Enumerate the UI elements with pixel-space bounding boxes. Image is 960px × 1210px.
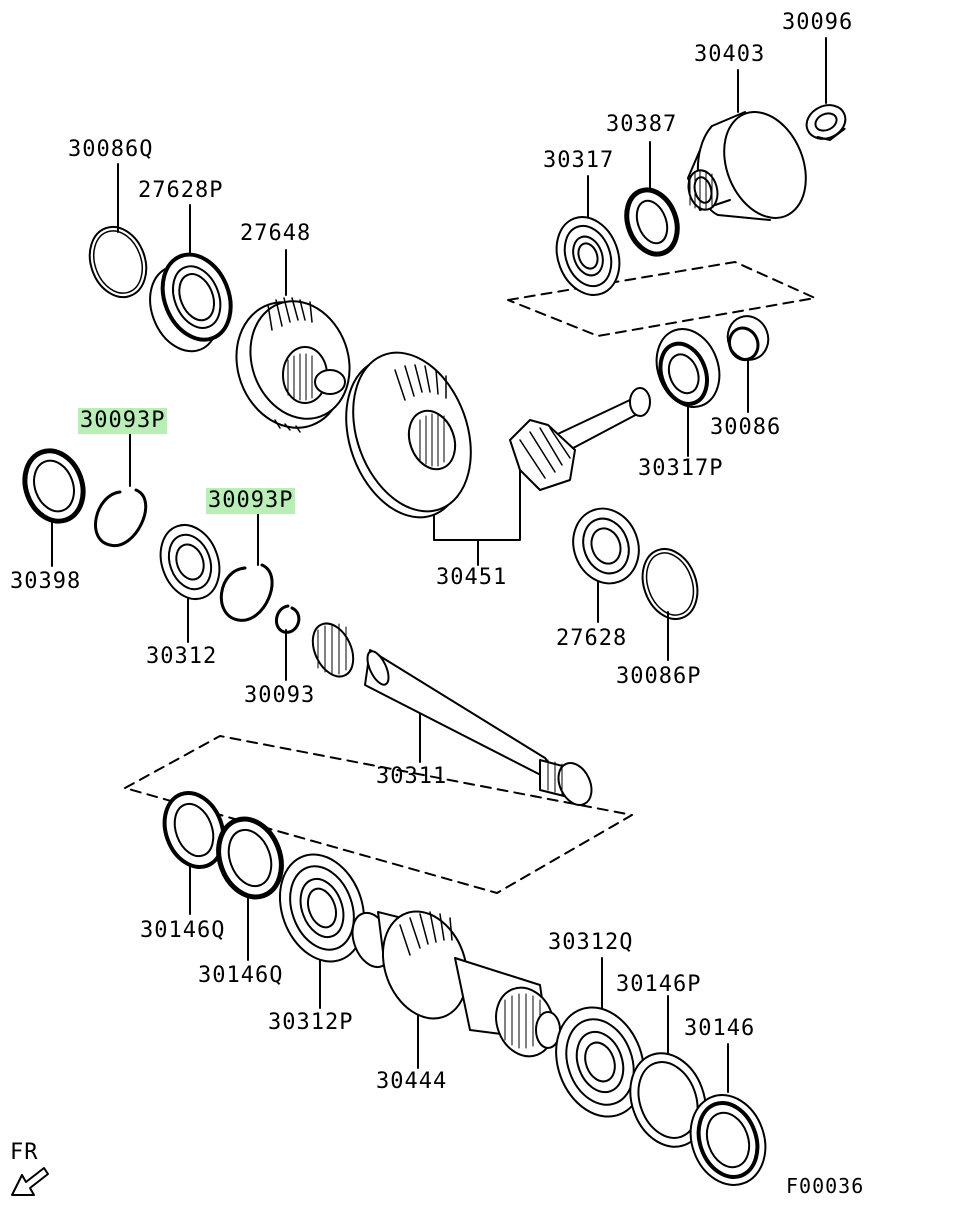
label-30312: 30312 [146, 644, 218, 669]
seal-30146 [678, 1084, 777, 1195]
direction-label: FR [10, 1140, 39, 1165]
spacer-30086 [722, 310, 775, 365]
label-30086q: 30086Q [68, 137, 154, 162]
label-30451: 30451 [436, 565, 508, 590]
label-30398: 30398 [10, 569, 82, 594]
label-30146q-b: 30146Q [198, 963, 284, 988]
shaft-30311 [305, 617, 598, 810]
label-30093p-b: 30093P [206, 488, 296, 514]
label-27628p: 27628P [138, 178, 224, 203]
label-30317p: 30317P [638, 456, 724, 481]
bearing-30312q [541, 995, 658, 1129]
front-direction-arrow-icon [12, 1168, 48, 1195]
label-30146p: 30146P [616, 972, 702, 997]
gear-30444 [346, 900, 564, 1065]
snap-ring-30093p-b [221, 565, 272, 620]
shim-30146p [618, 1043, 718, 1158]
snap-ring-30093 [276, 606, 298, 632]
gear-27648 [219, 287, 365, 443]
pinion-30451 [510, 388, 650, 490]
seal-30387 [618, 183, 686, 261]
flange-30403 [684, 100, 821, 230]
label-30317: 30317 [543, 148, 615, 173]
label-30403: 30403 [694, 42, 766, 67]
label-30146q-a: 30146Q [140, 918, 226, 943]
group-box-bottom [125, 736, 632, 893]
bearing-27628p [136, 244, 245, 361]
label-30387: 30387 [606, 112, 678, 137]
seal-30146q-a [155, 785, 234, 876]
bearing-30317 [546, 208, 630, 304]
ring-gear-30451 [325, 336, 491, 534]
label-27648: 27648 [240, 221, 312, 246]
bearing-30317p [646, 320, 730, 416]
label-30093: 30093 [244, 683, 316, 708]
seal-30146q-b [208, 810, 292, 906]
bearing-30312 [151, 517, 230, 608]
label-30312q: 30312Q [548, 930, 634, 955]
bearing-27628 [563, 499, 649, 592]
label-30444: 30444 [376, 1069, 448, 1094]
label-27628: 27628 [556, 626, 628, 651]
label-30086: 30086 [710, 415, 782, 440]
seal-30398 [15, 443, 92, 530]
figure-code: F00036 [786, 1174, 865, 1198]
bearing-30312p [266, 843, 379, 974]
shim-30086q [80, 219, 155, 305]
nut-30096 [801, 99, 852, 147]
label-30311: 30311 [376, 764, 448, 789]
label-30086p: 30086P [616, 664, 702, 689]
shim-30086p [633, 541, 706, 626]
leader-lines [52, 38, 826, 1092]
label-30096: 30096 [782, 10, 854, 35]
label-30146: 30146 [684, 1016, 756, 1041]
label-30312p: 30312P [268, 1010, 354, 1035]
group-box-top [508, 262, 815, 336]
label-30093p-a: 30093P [78, 408, 168, 434]
snap-ring-30093p-a [96, 490, 146, 546]
